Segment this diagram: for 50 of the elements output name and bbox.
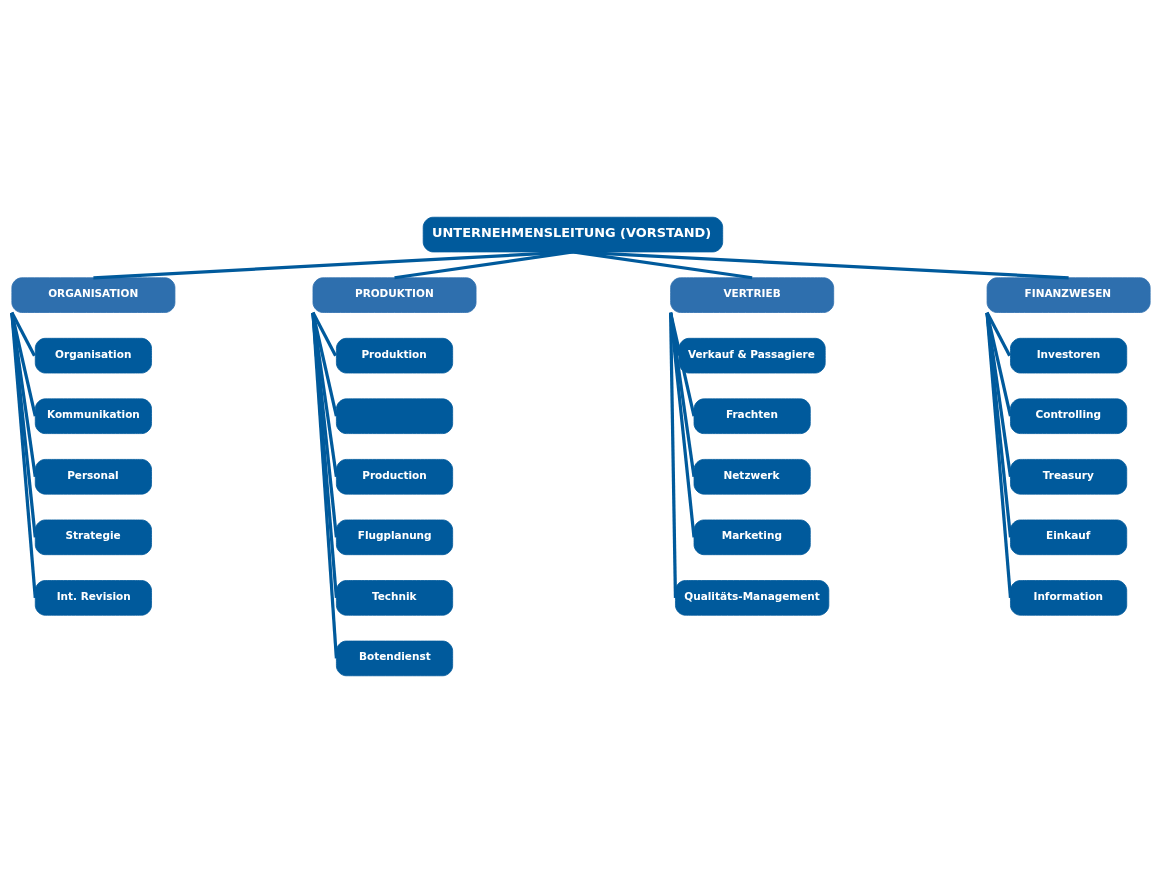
node-box: Kommunikation	[34, 398, 152, 434]
connector	[669, 312, 696, 477]
connector	[10, 311, 36, 357]
connector	[669, 312, 696, 538]
node-box: Produktion	[336, 337, 454, 374]
connector	[985, 312, 1013, 538]
connector	[311, 311, 337, 357]
node-box: Netzwerk	[693, 459, 811, 495]
node-box: Verkauf & Passagiere	[678, 337, 826, 374]
connector	[985, 312, 1013, 598]
node-box: Information	[1010, 580, 1128, 616]
node-box: Marketing	[693, 519, 811, 556]
connector	[669, 312, 678, 598]
node-box: UNTERNEHMENSLEITUNG (VORSTAND)	[422, 216, 724, 253]
node-box: Int. Revision	[34, 580, 152, 616]
connector	[669, 312, 680, 356]
connector	[394, 250, 574, 280]
node-box: Strategie	[34, 519, 152, 556]
node-box: Treasury	[1010, 459, 1128, 495]
connector	[311, 312, 338, 538]
connector	[311, 312, 338, 477]
connector	[985, 312, 1013, 477]
connector	[311, 312, 338, 417]
connector	[10, 312, 37, 598]
connector	[10, 312, 37, 417]
node-box: FINANZWESEN	[986, 277, 1151, 313]
node-box	[336, 398, 454, 434]
node-box: VERTRIEB	[670, 277, 835, 313]
node-box: Organisation	[34, 337, 152, 374]
node-box: Personal	[34, 459, 152, 495]
node-box: Botendienst	[336, 640, 454, 677]
connector	[311, 312, 338, 659]
node-box: Technik	[336, 580, 454, 616]
node-box: Investoren	[1010, 337, 1128, 374]
connector	[669, 312, 696, 417]
connector	[311, 312, 338, 598]
connector	[93, 250, 573, 280]
node-box: Frachten	[693, 398, 811, 434]
connector	[985, 311, 1012, 357]
connector	[10, 312, 37, 477]
connector	[10, 312, 37, 538]
node-box: Flugplanung	[336, 519, 454, 556]
node-box: Production	[336, 459, 454, 495]
node-box: ORGANISATION	[11, 277, 176, 313]
node-box: PRODUKTION	[312, 277, 477, 313]
node-box: Controlling	[1010, 398, 1128, 434]
node-box: Einkauf	[1010, 519, 1128, 556]
connector	[985, 312, 1013, 417]
connector	[572, 250, 1069, 280]
node-box: Qualitäts-Management	[675, 580, 830, 616]
